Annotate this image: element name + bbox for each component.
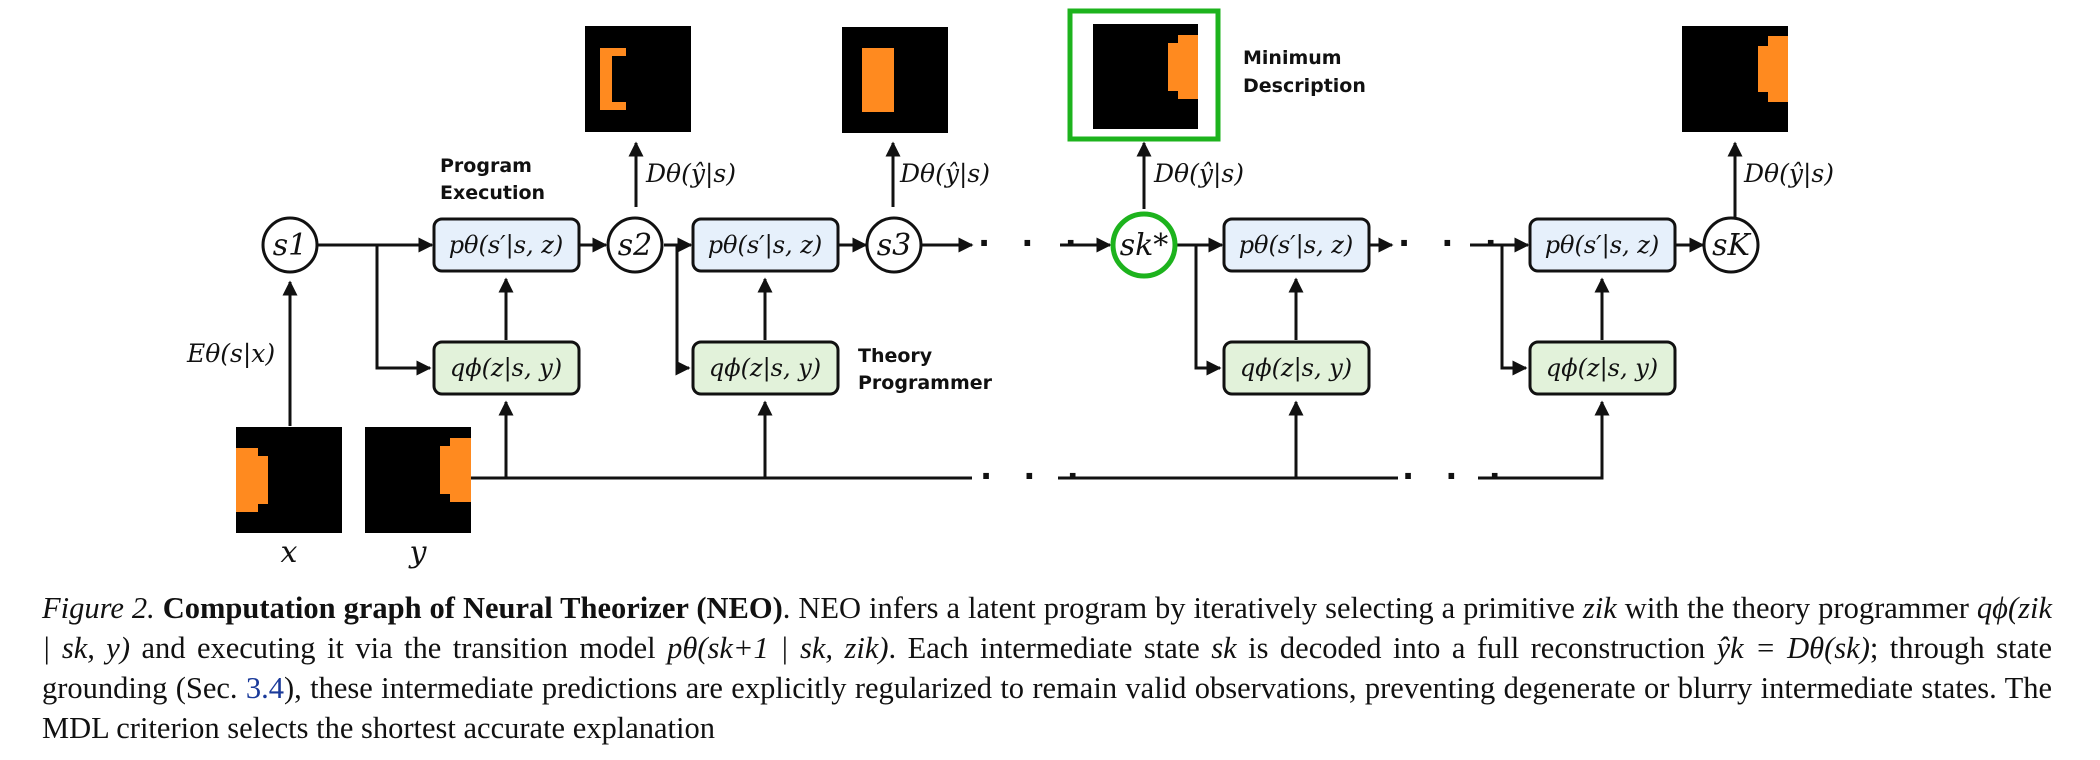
svg-text:pθ(s′|s, z): pθ(s′|s, z) [1239,231,1354,260]
edge-s1-to-q1 [375,245,432,376]
svg-text:qϕ(z|s, y): qϕ(z|s, y) [1240,354,1352,383]
caption-math-p: pθ(sk+1 | sk, zik) [667,631,889,665]
caption-math-yk: ŷk = Dθ(sk) [1716,631,1870,665]
state-node-s3: s3 [865,216,923,274]
output-grid-s3 [842,27,948,133]
ellipsis-bus-2: · · · [1402,457,1511,495]
output-grid-s2 [585,26,691,132]
transition-box-2: pθ(s′|s, z) [691,217,840,273]
decoder-label-sK: Dθ(ŷ|s) [1743,159,1834,189]
state-node-s2: s2 [606,216,664,274]
minimum-description-label-line2: Description [1243,75,1366,97]
caption-text-2: with the theory programmer [1616,591,1977,625]
program-execution-label-line1: Program [440,155,532,177]
minimum-description-highlight [1067,8,1221,142]
y-bus-to-q4 [1478,400,1610,480]
theory-programmer-label-line1: Theory [858,345,933,367]
decoder-label-s3: Dθ(ŷ|s) [899,159,990,189]
state-node-s1: s1 [261,216,319,274]
ellipsis-main-2: · · · [1398,224,1507,262]
caption-math-sk: sk [1211,631,1237,665]
caption-text-1: . NEO infers a latent program by iterati… [782,591,1583,625]
caption-text-6: ; through state grounding (Sec. [42,631,2053,705]
svg-text:qϕ(z|s, y): qϕ(z|s, y) [1546,354,1658,383]
figure-title: Computation graph of Neural Theorizer (N… [162,591,783,625]
decoder-label-s2: Dθ(ŷ|s) [645,159,736,189]
svg-text:sK: sK [1712,228,1751,263]
caption-math-q: qϕ(zik | sk, y) [42,591,2052,665]
input-grid-y [365,427,471,533]
edge-s-to-q4 [1500,245,1528,376]
svg-text:qϕ(z|s, y): qϕ(z|s, y) [450,354,562,383]
input-grid-x [236,427,342,533]
output-grid-sK [1682,26,1788,132]
decoder-label-skstar: Dθ(ŷ|s) [1153,159,1244,189]
ellipsis-main-1: · · · [978,224,1087,262]
input-y-label: y [408,535,428,570]
caption-text-7: ), these intermediate predictions are ex… [42,671,2052,745]
transition-box-3: pθ(s′|s, z) [1222,217,1371,273]
caption-math-zik: zik [1582,591,1617,625]
caption-text-4: . Each intermediate state [888,631,1212,665]
program-execution-label-line2: Execution [440,182,545,204]
input-x-label: x [281,535,298,570]
edge-skstar-to-q3 [1194,245,1222,376]
computation-graph-diagram: Minimum Description Dθ(ŷ|s) Dθ(ŷ|s) Dθ(ŷ… [186,8,1834,570]
svg-text:sk*: sk* [1120,228,1169,263]
programmer-box-2: qϕ(z|s, y) [691,340,840,396]
svg-text:s1: s1 [273,228,307,263]
programmer-box-3: qϕ(z|s, y) [1222,340,1371,396]
transition-box-1: pθ(s′|s, z) [432,217,581,273]
svg-text:s3: s3 [877,228,911,263]
section-reference-link[interactable]: 3.4 [245,671,284,705]
minimum-description-label-line1: Minimum [1243,47,1342,69]
figure-label: Figure 2. [42,591,155,625]
svg-text:pθ(s′|s, z): pθ(s′|s, z) [1545,231,1660,260]
state-node-skstar: sk* [1110,211,1178,279]
svg-text:s2: s2 [618,228,652,263]
transition-box-4: pθ(s′|s, z) [1528,217,1677,273]
svg-text:pθ(s′|s, z): pθ(s′|s, z) [449,231,564,260]
caption-text-5: is decoded into a full reconstruction [1236,631,1717,665]
edge-s2-to-q2 [675,245,691,376]
theory-programmer-label-line2: Programmer [858,372,993,394]
caption-text-3: and executing it via the transition mode… [130,631,668,665]
encoder-label: Eθ(s|x) [186,339,275,369]
state-node-sK: sK [1702,216,1760,274]
programmer-box-1: qϕ(z|s, y) [432,340,581,396]
figure-caption: Figure 2. Computation graph of Neural Th… [42,588,2052,748]
ellipsis-bus-1: · · · [980,457,1089,495]
svg-text:pθ(s′|s, z): pθ(s′|s, z) [708,231,823,260]
svg-text:qϕ(z|s, y): qϕ(z|s, y) [709,354,821,383]
programmer-box-4: qϕ(z|s, y) [1528,340,1677,396]
